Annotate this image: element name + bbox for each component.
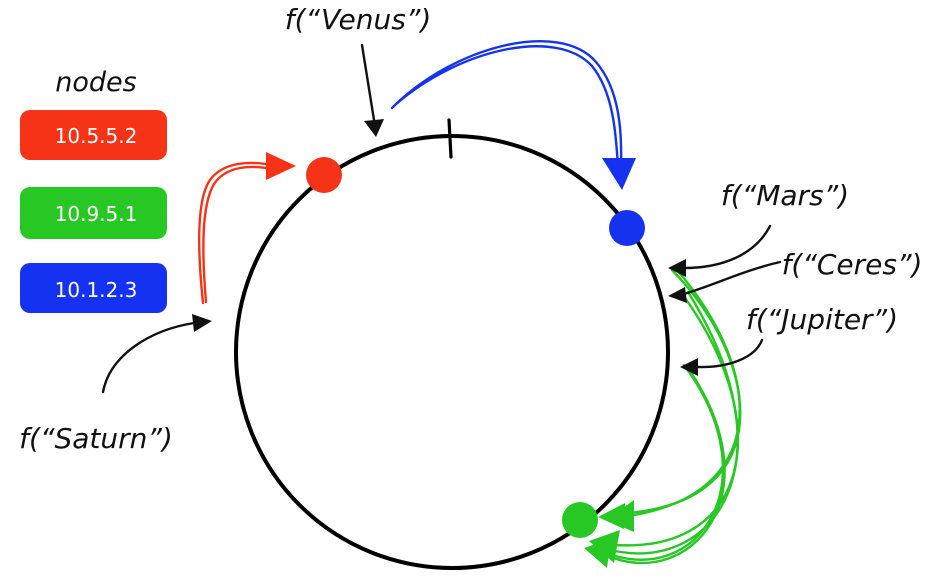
legend-node-blue-swatch (20, 263, 167, 313)
legend-node-green: 10.9.5.1 (20, 187, 167, 239)
red-arrow-curve (198, 161, 278, 305)
legend-node-red-label: 10.5.5.2 (55, 124, 138, 148)
legend-node-red-swatch (20, 110, 167, 160)
mars-key-label: f(“Mars”) (721, 179, 849, 212)
ceres-arrowhead (668, 287, 687, 303)
red-node-assignment-arrow (198, 152, 296, 305)
venus-arrowhead (364, 119, 384, 137)
legend-node-red: 10.5.5.2 (20, 110, 167, 160)
mars-arrow (682, 224, 772, 270)
ring-origin-tick (447, 118, 453, 159)
legend-node-green-swatch (20, 187, 167, 239)
legend-node-blue-label: 10.1.2.3 (55, 278, 138, 302)
green-arrowhead-lower-2 (584, 539, 611, 568)
legend-node-blue: 10.1.2.3 (20, 263, 167, 313)
blue-arrow-curve-2 (394, 45, 620, 170)
ceres-key-label: f(“Ceres”) (782, 248, 923, 281)
legend-title: nodes (55, 67, 136, 98)
saturn-arrow (101, 321, 196, 394)
jupiter-arrow (695, 338, 764, 369)
green-arrow-from-ceres-2 (608, 290, 739, 555)
jupiter-arrowhead (680, 358, 698, 376)
green-node-marker (562, 502, 598, 538)
jupiter-key-label: f(“Jupiter”) (746, 303, 898, 336)
key-labels: f(“Venus”) f(“Mars”) f(“Ceres”) f(“Jupit… (19, 3, 922, 455)
saturn-key-label: f(“Saturn”) (19, 422, 173, 455)
ceres-arrow (682, 260, 782, 296)
green-arrow-from-jupiter (601, 363, 724, 561)
venus-key-label: f(“Venus”) (285, 3, 432, 36)
red-node-marker (306, 157, 342, 193)
mars-arrowhead (668, 259, 686, 277)
blue-arrowhead (602, 158, 636, 190)
green-arrow-from-mars-2 (626, 268, 741, 518)
node-legend: nodes 10.5.5.2 10.9.5.1 10.1.2.3 (20, 67, 167, 313)
blue-arrow-curve (390, 40, 623, 170)
green-node-assignment-arrows (584, 268, 742, 568)
blue-node-marker (609, 210, 645, 246)
key-hash-arrows (101, 43, 782, 394)
blue-node-assignment-arrow (390, 40, 636, 190)
red-arrowhead (266, 152, 296, 180)
venus-arrow (360, 43, 376, 122)
legend-node-green-label: 10.9.5.1 (55, 202, 138, 226)
saturn-arrowhead (192, 314, 212, 332)
green-arrow-from-jupiter-2 (606, 366, 726, 565)
red-arrow-curve-2 (202, 165, 278, 304)
green-arrowhead-upper-2 (598, 503, 625, 529)
hash-ring (234, 134, 670, 570)
